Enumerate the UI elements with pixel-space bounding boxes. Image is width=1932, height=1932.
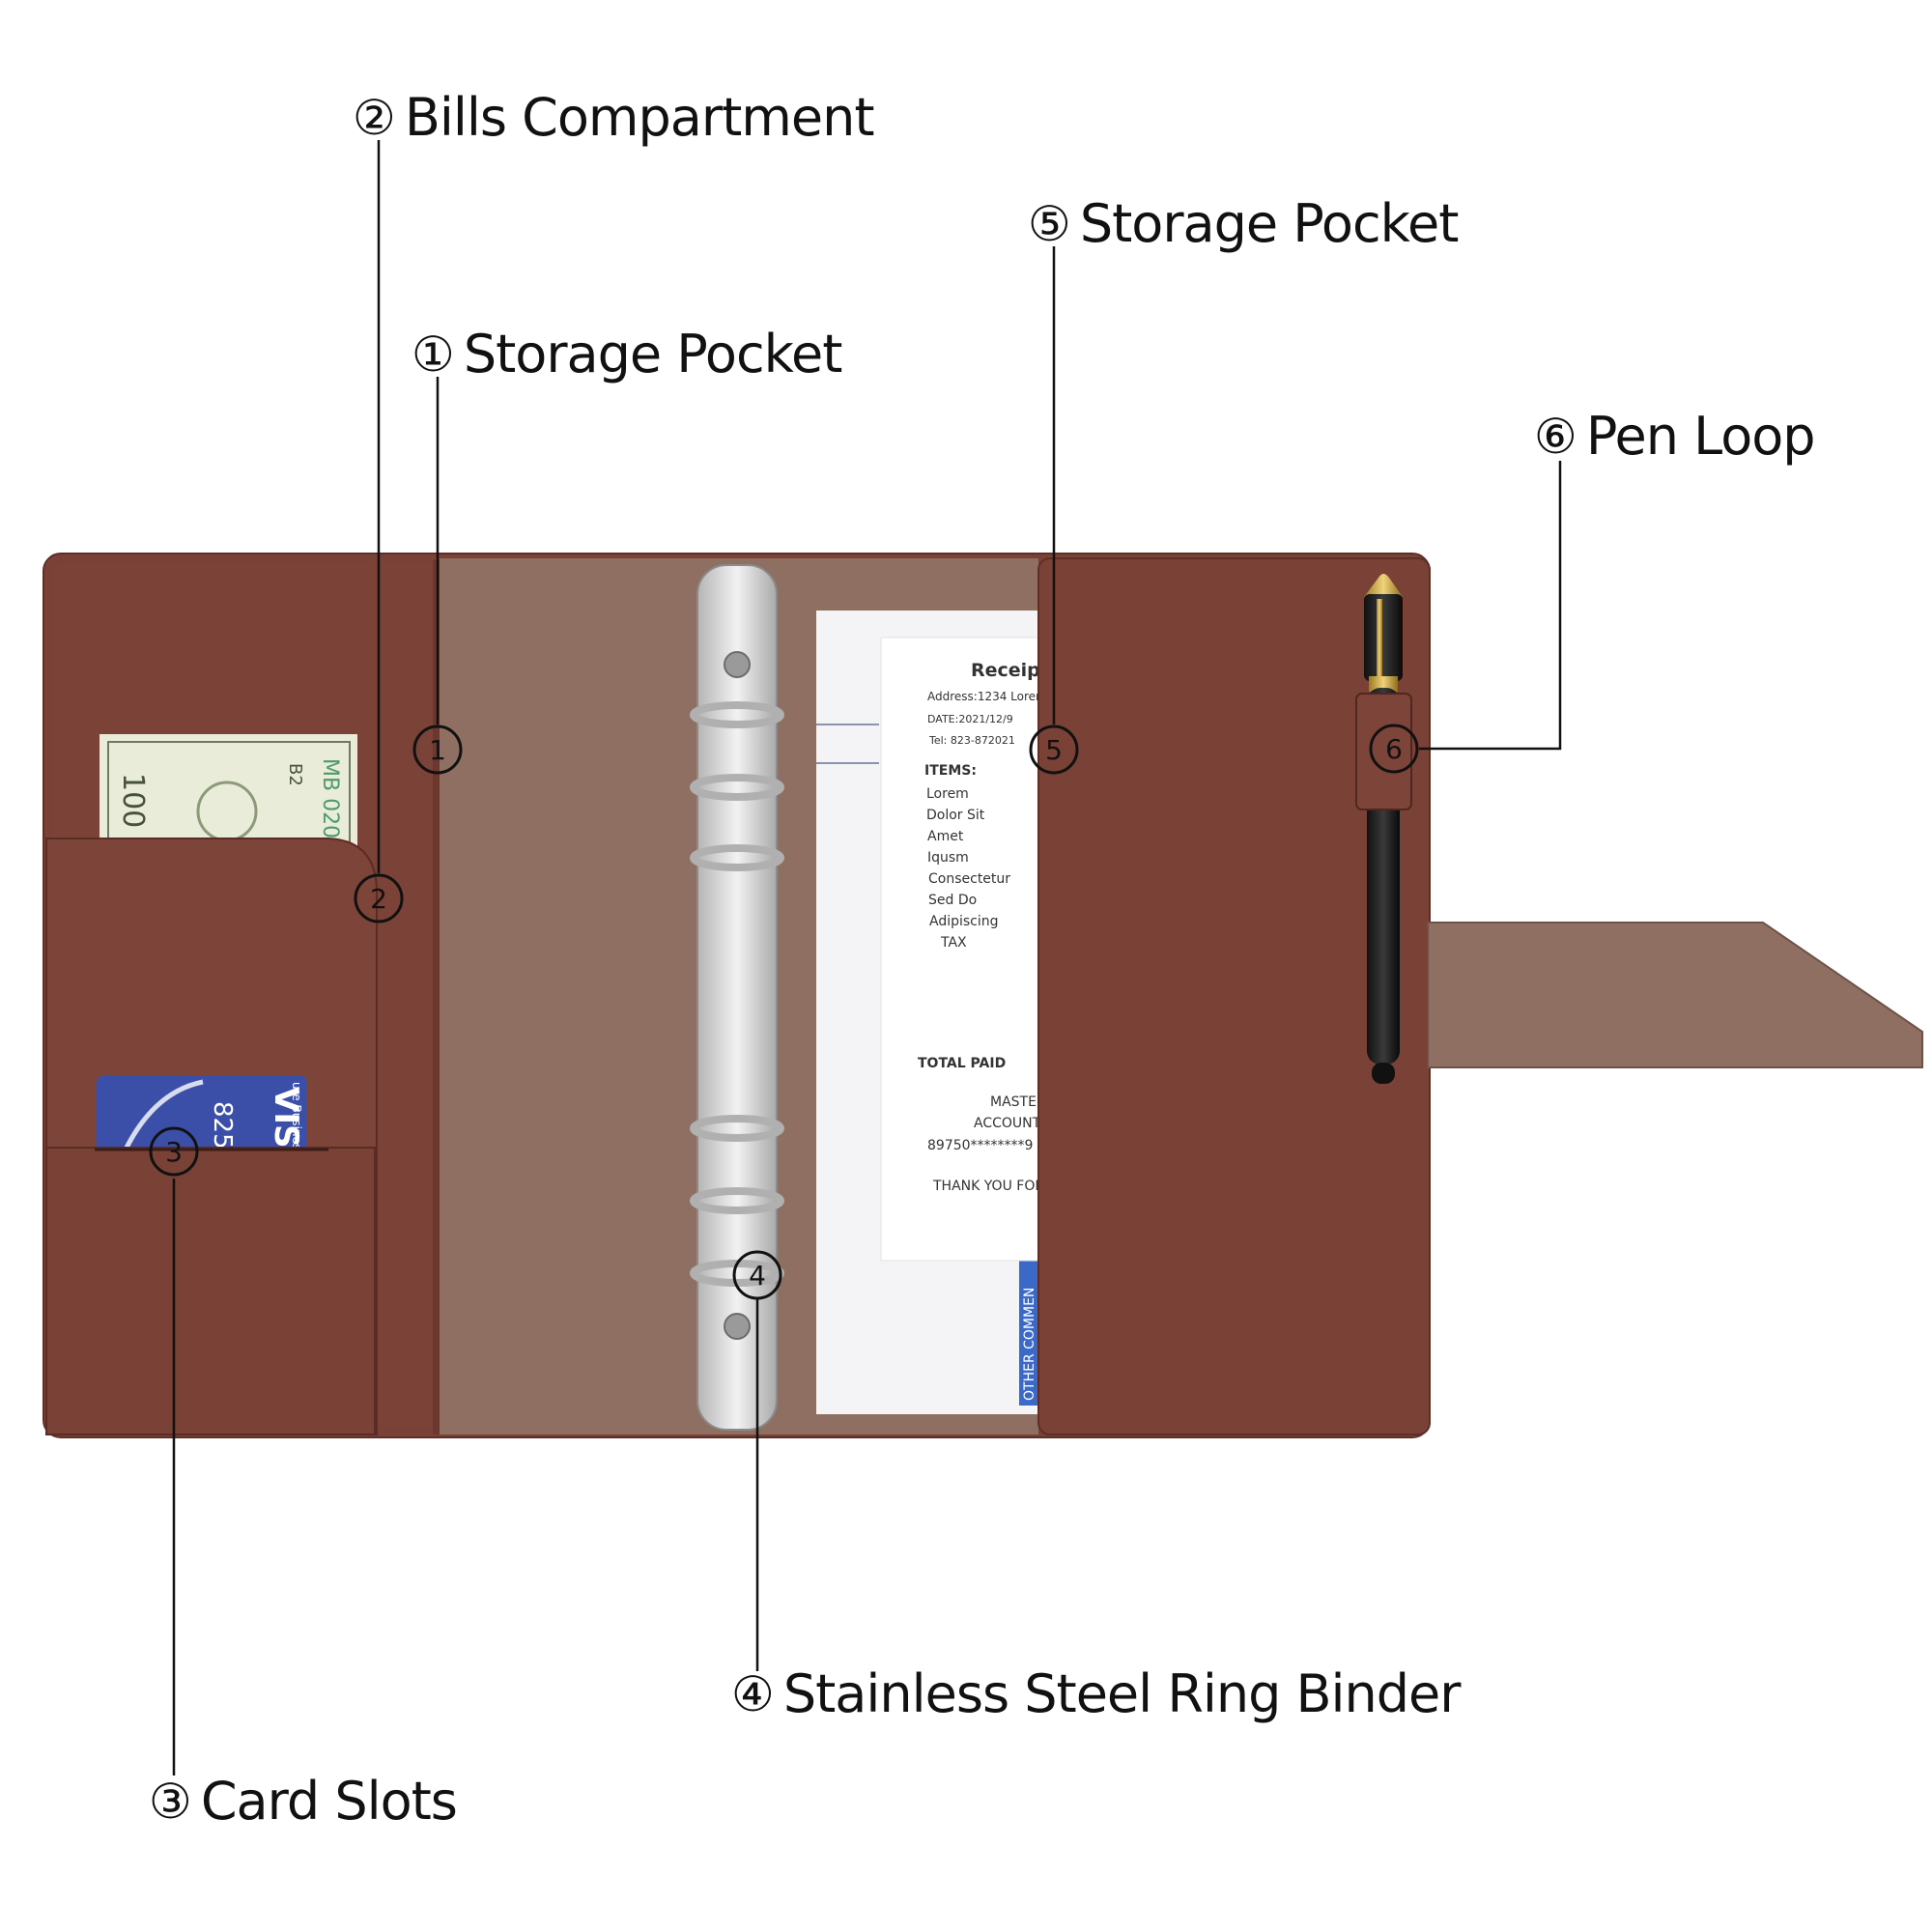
marker-1: 1 bbox=[429, 734, 446, 766]
callout-storage-pocket-left: ① Storage Pocket bbox=[412, 324, 843, 384]
receipt-items-heading: ITEMS: bbox=[924, 763, 977, 779]
receipt-item: Sed Do bbox=[928, 893, 977, 908]
card-slot-pocket bbox=[45, 1147, 376, 1435]
bill-denomination: 100 bbox=[116, 773, 150, 828]
closure-tab bbox=[1427, 922, 1923, 1068]
sheet-side-text: OTHER COMMEN bbox=[1022, 1288, 1037, 1401]
card-digits: 825 bbox=[208, 1101, 237, 1150]
callout-ring-binder: ④ Stainless Steel Ring Binder bbox=[731, 1663, 1462, 1724]
marker-4: 4 bbox=[749, 1260, 766, 1292]
marker-6: 6 bbox=[1385, 733, 1403, 765]
marker-5: 5 bbox=[1045, 734, 1063, 766]
callout-label: Card Slots bbox=[200, 1771, 458, 1832]
callout-markers bbox=[149, 724, 1419, 1300]
callout-label: Storage Pocket bbox=[1079, 193, 1460, 254]
callout-number: ⑤ bbox=[1028, 196, 1071, 252]
receipt-address: Address:1234 Lorem bbox=[927, 690, 1047, 703]
callout-number: ① bbox=[412, 327, 455, 383]
callout-lines bbox=[172, 140, 1562, 1776]
callout-number: ② bbox=[353, 90, 396, 146]
callout-number: ③ bbox=[149, 1774, 192, 1830]
receipt-total: TOTAL PAID bbox=[918, 1056, 1006, 1071]
receipt-title: Receipt bbox=[971, 660, 1049, 681]
receipt-date: DATE:2021/12/9 bbox=[927, 713, 1013, 725]
receipt: Receipt Address:1234 Lorem DATE:2021/12/… bbox=[880, 637, 1049, 1262]
receipt-tel: Tel: 823-872021 bbox=[928, 734, 1015, 747]
callout-bills-compartment: ② Bills Compartment bbox=[353, 92, 874, 144]
receipt-item: TAX bbox=[940, 935, 967, 951]
receipt-item: Adipiscing bbox=[929, 914, 999, 929]
ring-binder bbox=[690, 564, 784, 1431]
receipt-account: ACCOUNT bbox=[974, 1116, 1041, 1131]
pen-loop-strap bbox=[1355, 693, 1412, 810]
callout-pen-loop: ⑥ Pen Loop bbox=[1534, 406, 1816, 467]
card-small-text: ure Business bbox=[290, 1082, 303, 1155]
callout-number: ④ bbox=[731, 1666, 775, 1722]
receipt-card-number: 89750********9 bbox=[927, 1138, 1033, 1153]
receipt-item: Lorem bbox=[926, 786, 969, 802]
bill-code: B2 bbox=[285, 763, 305, 786]
dollar-bill: 100 MB 0202 B2 bbox=[99, 734, 357, 852]
receipt-thanks: THANK YOU FOR bbox=[932, 1179, 1044, 1194]
receipt-item: Consectetur bbox=[928, 871, 1010, 887]
bill-serial: MB 0202 bbox=[318, 758, 342, 852]
receipt-item: Amet bbox=[927, 829, 964, 844]
callout-card-slots: ③ Card Slots bbox=[149, 1771, 458, 1832]
callout-label: Storage Pocket bbox=[463, 324, 843, 384]
marker-3: 3 bbox=[165, 1136, 183, 1168]
receipt-master: MASTER bbox=[990, 1094, 1046, 1110]
pen bbox=[1364, 574, 1403, 1084]
marker-2: 2 bbox=[370, 883, 387, 915]
callout-label: Bills Compartment bbox=[404, 87, 875, 148]
receipt-item: Dolor Sit bbox=[926, 808, 985, 823]
callout-number: ⑥ bbox=[1534, 409, 1577, 465]
callout-storage-pocket-right: ⑤ Storage Pocket bbox=[1028, 193, 1460, 254]
receipt-item: Iqusm bbox=[927, 850, 969, 866]
callout-label: Stainless Steel Ring Binder bbox=[782, 1663, 1462, 1724]
callout-label: Pen Loop bbox=[1585, 406, 1816, 467]
credit-card: VISA 825 ure Business bbox=[97, 1075, 307, 1174]
